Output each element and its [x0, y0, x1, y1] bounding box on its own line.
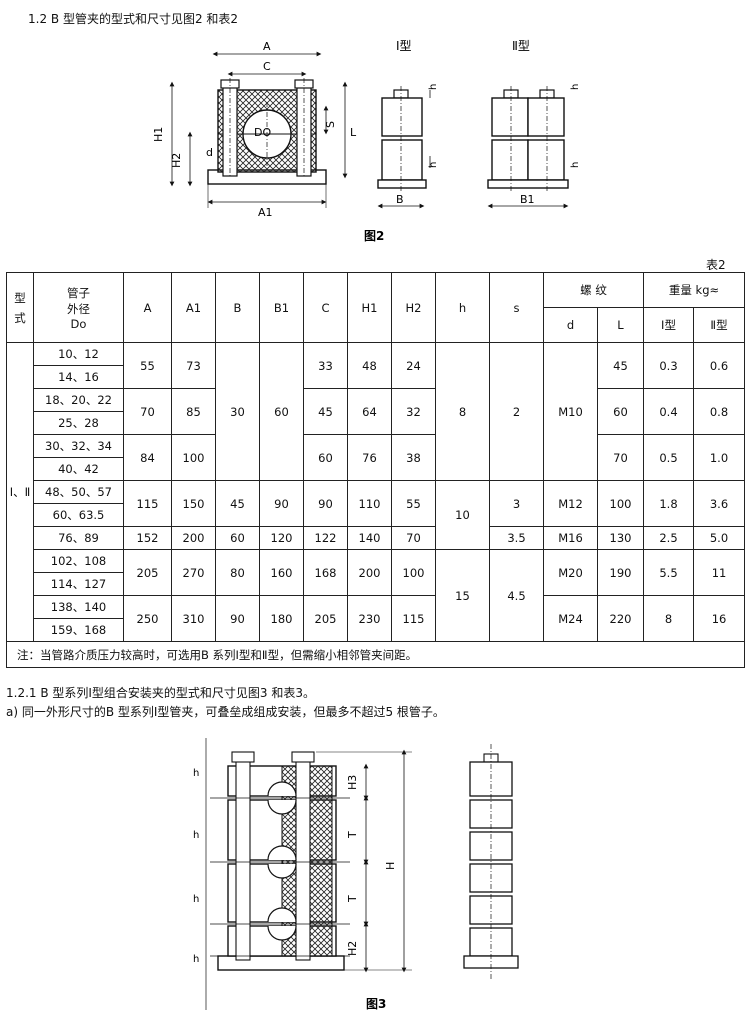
- table-row: 138、140 250 310 90 180 205 230 115 M24 2…: [7, 595, 746, 642]
- table-2: 型式 管子 外径 Do A A1 B B1 C H1 H2 h s 螺 纹 重量…: [5, 272, 746, 668]
- header-s: s: [489, 272, 544, 343]
- header-weight-1: Ⅰ型: [643, 307, 694, 343]
- type-2-dim-h-top: h: [570, 84, 581, 90]
- dim-d: d: [206, 146, 213, 159]
- header-pipe-od: 管子 外径 Do: [33, 272, 124, 343]
- dim-c: C: [263, 60, 271, 73]
- figure-2-caption: 图2: [364, 229, 384, 243]
- do-cell: 60、63.5: [33, 503, 124, 527]
- table-row: 25、28: [7, 411, 745, 435]
- dim-h1: H1: [152, 127, 165, 142]
- figure-3-drawing: h h h h H3 T T H2 H 图3: [193, 738, 519, 1011]
- stacked-clamp-front-view: [210, 751, 350, 971]
- type-2-dim-b1: B1: [520, 193, 535, 206]
- header-a: A: [123, 272, 172, 343]
- do-cell: 40、42: [33, 457, 124, 481]
- fig3-dim-h-4: h: [193, 954, 199, 965]
- do-cell: 14、16: [33, 365, 124, 389]
- table-row: 159、168: [7, 618, 745, 642]
- table-row: 60、63.5: [7, 503, 745, 527]
- header-d: d: [543, 307, 598, 343]
- type-1-label: Ⅰ型: [396, 39, 412, 53]
- dim-h2: H2: [170, 153, 183, 168]
- table-row: 114、127: [7, 572, 745, 596]
- header-h2: H2: [391, 272, 436, 343]
- paragraph-a: a) 同一外形尺寸的B 型系列Ⅰ型管夹，可叠垒成组成安装，但最多不超过5 根管子…: [6, 705, 445, 719]
- do-cell: 48、50、57: [33, 480, 124, 504]
- fig3-dim-h-2: h: [193, 830, 199, 841]
- type-1-side-view: [377, 86, 431, 209]
- fig3-dim-t-2: T: [346, 895, 359, 903]
- header-a1: A1: [171, 272, 216, 343]
- clamp-front-view: [207, 78, 327, 185]
- header-type: 型式: [6, 272, 34, 343]
- table-note-row: 注：当管路介质压力较高时，可选用B 系列Ⅰ型和Ⅱ型，但需缩小相邻管夹间距。: [5, 641, 746, 668]
- fig3-dim-h3: H3: [346, 775, 359, 790]
- header-l: L: [597, 307, 644, 343]
- fig3-dim-h-1: h: [193, 768, 199, 779]
- type-1-dim-h-bottom: h: [428, 162, 439, 168]
- table-row: 40、42: [7, 457, 745, 481]
- table-row: 48、50、57 115 150 45 90 90 110 55 10 3 M1…: [7, 480, 746, 550]
- fig3-dim-t-1: T: [346, 831, 359, 839]
- figure-3-caption: 图3: [366, 997, 386, 1011]
- header-b1: B1: [259, 272, 304, 343]
- fig3-dim-h-total: H: [384, 862, 397, 870]
- dim-l: L: [350, 126, 357, 139]
- do-cell: 159、168: [33, 618, 124, 642]
- dim-a1: A1: [258, 206, 273, 219]
- dim-a: A: [263, 40, 271, 53]
- fig3-dim-h-3: h: [193, 894, 199, 905]
- do-cell: 76、89: [33, 526, 124, 550]
- table-row: 14、16: [7, 365, 745, 389]
- header-weight-2: Ⅱ型: [692, 307, 746, 343]
- paragraph-1-2-1: 1.2.1 B 型系列Ⅰ型组合安装夹的型式和尺寸见图3 和表3。: [6, 686, 316, 700]
- table-note: 注：当管路介质压力较高时，可选用B 系列Ⅰ型和Ⅱ型，但需缩小相邻管夹间距。: [5, 641, 746, 668]
- do-cell: 18、20、22: [33, 388, 124, 412]
- dim-s: S: [324, 121, 337, 128]
- do-cell: 114、127: [33, 572, 124, 596]
- section-heading: 1.2 B 型管夹的型式和尺寸见图2 和表2: [28, 12, 239, 26]
- header-thread: 螺 纹: [543, 272, 644, 308]
- table-row: 76、89 152 200 60 120 122 140 70 3.5 M16 …: [7, 526, 746, 550]
- type-2-label: Ⅱ型: [512, 39, 530, 53]
- do-cell: 25、28: [33, 411, 124, 435]
- figure-2-drawing: A C H1 H2 d DO S L A1 Ⅰ型 h h B Ⅱ型 h h B1…: [152, 39, 581, 243]
- do-cell: 30、32、34: [33, 434, 124, 458]
- stacked-clamp-side-view: [463, 744, 519, 980]
- type-2-dim-h-bottom: h: [570, 162, 581, 168]
- header-c: C: [303, 272, 348, 343]
- type-1-dim-b: B: [396, 193, 404, 206]
- type-1-dim-h-top: h: [428, 84, 439, 90]
- type-cell: Ⅰ、Ⅱ: [6, 342, 34, 642]
- do-cell: 10、12: [33, 342, 124, 366]
- type-2-side-view: [487, 86, 569, 209]
- table-row: Ⅰ、Ⅱ 10、12 55 73 30 60 33 48 24 8 2 M10 4…: [6, 342, 746, 642]
- header-weight: 重量 kg≈: [642, 272, 746, 308]
- do-cell: 138、140: [33, 595, 124, 619]
- header-h: h: [435, 272, 490, 343]
- table-row: 30、32、34 84 100 60 76 38 70 0.5 1.0: [7, 434, 746, 481]
- header-b: B: [215, 272, 260, 343]
- table-row: 18、20、22 70 85 45 64 32 60 0.4 0.8: [7, 388, 746, 435]
- do-cell: 102、108: [33, 549, 124, 573]
- table-row: 102、108 205 270 80 160 168 200 100 15 4.…: [7, 549, 746, 642]
- fig3-dim-h2: H2: [346, 941, 359, 956]
- dim-do: DO: [254, 126, 271, 139]
- table-2-title: 表2: [706, 258, 726, 272]
- header-h1: H1: [347, 272, 392, 343]
